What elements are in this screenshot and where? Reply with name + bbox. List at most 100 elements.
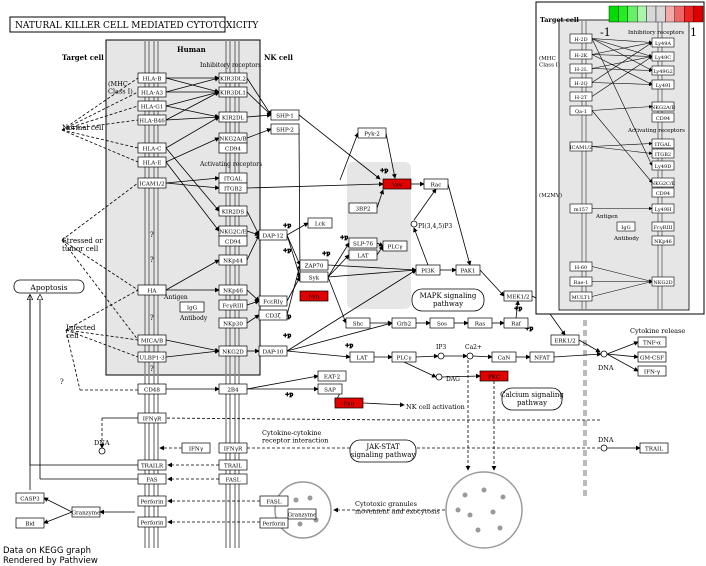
calcium-pathway-box[interactable] <box>501 387 563 411</box>
node-nkg2d[interactable]: NKG2D <box>218 345 248 357</box>
node-dap12[interactable]: DAP-12 <box>258 229 288 241</box>
node-ifngr-t[interactable]: IFNγR <box>137 412 167 424</box>
node-icam[interactable]: ICAM1/2 <box>137 177 167 189</box>
node-fcgr[interactable]: FcγRIII <box>218 299 248 311</box>
inset-node-nkg2c[interactable]: NKG2C/E <box>651 177 676 188</box>
inset-node-ly49i[interactable]: Ly49I <box>651 79 675 90</box>
node-ifng-nk[interactable]: IFNγ <box>181 442 211 454</box>
node-pi3k[interactable]: PI3K <box>415 264 441 276</box>
node-trail-nk[interactable]: TRAIL <box>218 459 248 471</box>
node-cd94a[interactable]: CD94 <box>218 142 248 154</box>
inset-node-m157[interactable]: m157 <box>569 203 593 214</box>
node-rac[interactable]: Rac <box>423 178 449 190</box>
node-sos[interactable]: Sos <box>429 317 455 329</box>
inset-node-ly49g2[interactable]: Ly49G2 <box>651 65 675 76</box>
node-fyn2[interactable]: Fyn <box>334 397 364 409</box>
node-fas-t[interactable]: FAS <box>137 473 167 485</box>
inset-node-h2q[interactable]: H-2Q <box>569 77 593 88</box>
node-perforin1[interactable]: Perforin <box>137 495 167 507</box>
node-bid[interactable]: Bid <box>15 517 45 529</box>
node-raf[interactable]: Raf <box>503 317 529 329</box>
inset-node-nkg2ab[interactable]: NKG2A/B <box>651 101 676 112</box>
node-perforin3[interactable]: Perforin <box>259 517 289 529</box>
inset-node-ly49d[interactable]: Ly49D <box>651 160 675 171</box>
node-hla-b46[interactable]: HLA-B46 <box>137 114 167 126</box>
node-cd48[interactable]: CD48 <box>137 383 167 395</box>
node-ifngr-nk[interactable]: IFNγR <box>218 442 248 454</box>
node-hla-a3[interactable]: HLA-A3 <box>137 86 167 98</box>
node-3bp2[interactable]: 3BP2 <box>348 202 378 214</box>
node-ha[interactable]: HA <box>137 284 167 296</box>
inset-node-cd94a[interactable]: CD94 <box>651 112 675 123</box>
node-mica[interactable]: MICA/B <box>137 334 167 346</box>
node-fasl-nk[interactable]: FASL <box>218 473 248 485</box>
node-nkp30[interactable]: NKp30 <box>218 317 248 329</box>
inset-node-h2l[interactable]: H-2L <box>569 63 593 74</box>
node-kir3dl2[interactable]: KIR3DL2 <box>218 72 248 84</box>
node-gmcsf[interactable]: GM-CSF <box>637 351 667 363</box>
node-shp1[interactable]: SHP-1 <box>270 109 300 121</box>
node-itgal[interactable]: ITGAL <box>218 172 248 184</box>
inset-node-cd94b[interactable]: CD94 <box>651 187 675 198</box>
node-nkp44[interactable]: NKp44 <box>218 254 248 266</box>
node-shc[interactable]: Shc <box>345 317 371 329</box>
node-granzyme-nk[interactable]: Granzyme <box>288 508 317 520</box>
inset-node-nkp46[interactable]: NKp46 <box>651 235 675 246</box>
node-plcg1[interactable]: PLCγ <box>382 240 408 252</box>
node-hla-b[interactable]: HLA-B <box>137 72 167 84</box>
node-kir3dl1[interactable]: KIR3DL1 <box>218 86 248 98</box>
inset-node-ly49a[interactable]: Ly49A <box>651 37 675 48</box>
inset-node-itgal[interactable]: ITGAL <box>651 138 675 149</box>
node-trail2[interactable]: TRAIL <box>639 442 669 454</box>
node-syk[interactable]: Syk <box>299 271 329 283</box>
node-lat2[interactable]: LAT <box>349 351 375 363</box>
node-lat1[interactable]: LAT <box>348 249 378 261</box>
node-eat2[interactable]: EAT-2 <box>317 370 347 382</box>
node-pak1[interactable]: PAK1 <box>455 264 481 276</box>
node-perforin2[interactable]: Perforin <box>137 516 167 528</box>
node-mek[interactable]: MEK1/2 <box>503 290 533 302</box>
node-pkc[interactable]: PKC <box>479 370 509 382</box>
node-ulbp[interactable]: ULBP1-3 <box>137 351 167 363</box>
node-fyn[interactable]: Fyn <box>299 290 329 302</box>
node-grb2[interactable]: Grb2 <box>391 317 417 329</box>
node-igg[interactable]: IgG <box>179 301 205 313</box>
node-2b4[interactable]: 2B4 <box>218 383 248 395</box>
mapk-pathway-box[interactable] <box>411 288 485 312</box>
inset-node-fcgr[interactable]: FcγRIII <box>651 221 675 232</box>
node-hla-g1[interactable]: HLA-G1 <box>137 100 167 112</box>
node-dap10[interactable]: DAP-10 <box>258 345 288 357</box>
node-kir2dl[interactable]: KIR2DL <box>218 111 248 123</box>
node-cd94b[interactable]: CD94 <box>218 235 248 247</box>
node-nkg2ce[interactable]: NKG2C/E <box>218 225 248 237</box>
inset-node-h2d[interactable]: H-2D <box>569 33 593 44</box>
inset-node-rae1[interactable]: Rae-1 <box>569 276 593 287</box>
node-granzyme-t[interactable]: Granzyme <box>72 506 101 518</box>
node-slp76[interactable]: SLP-76 <box>348 237 378 249</box>
inset-node-h2t[interactable]: H-2T <box>569 91 593 102</box>
node-nfat[interactable]: NFAT <box>529 351 555 363</box>
node-sap[interactable]: SAP <box>317 383 343 395</box>
node-ifng2[interactable]: IFN-γ <box>637 365 667 377</box>
node-hla-e[interactable]: HLA-E <box>137 156 167 168</box>
inset-node-nkg2d[interactable]: NKG2D <box>651 276 675 287</box>
inset-node-qa1[interactable]: Qa-1 <box>569 105 593 116</box>
node-pyk2[interactable]: Pyk-2 <box>357 127 387 139</box>
inset-node-mult1[interactable]: MULT1 <box>569 291 593 302</box>
node-nkg2a[interactable]: NKG2A/B <box>218 132 248 144</box>
node-shp2[interactable]: SHP-2 <box>270 123 300 135</box>
node-itgb2[interactable]: ITGB2 <box>218 182 248 194</box>
inset-node-h60[interactable]: H-60 <box>569 261 593 272</box>
node-fceri[interactable]: FcεRIγ <box>258 295 288 307</box>
node-casp3[interactable]: CASP3 <box>15 492 45 504</box>
inset-node-ly49c[interactable]: Ly49C <box>651 51 675 62</box>
node-nkp46[interactable]: NKp46 <box>218 284 248 296</box>
node-vav[interactable]: Vav <box>382 178 412 190</box>
node-can[interactable]: CaN <box>491 351 517 363</box>
inset-node-ly49h[interactable]: Ly49H <box>651 203 675 214</box>
node-erk[interactable]: ERK1/2 <box>550 334 580 346</box>
apoptosis-box[interactable] <box>13 279 85 294</box>
node-hla-c[interactable]: HLA-C <box>137 142 167 154</box>
node-ras[interactable]: Ras <box>467 317 493 329</box>
node-lck[interactable]: Lck <box>307 217 333 229</box>
